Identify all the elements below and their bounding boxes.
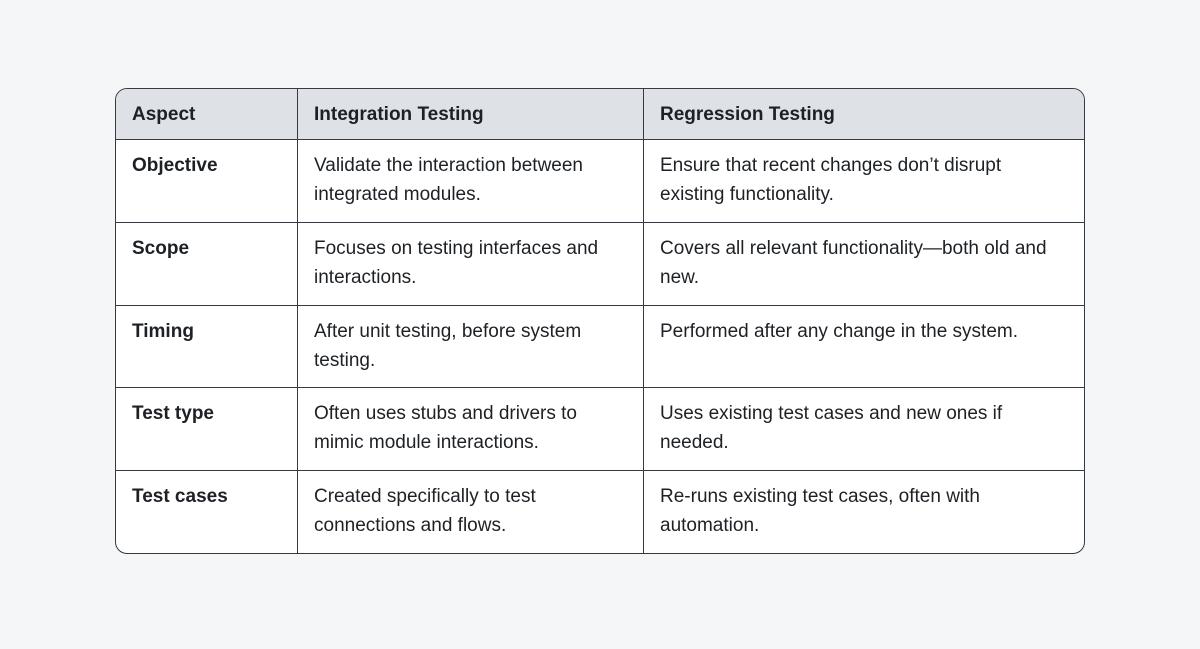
row-label: Timing: [116, 305, 298, 389]
table-row-test-cases: Test cases Created specifically to test …: [116, 471, 1084, 553]
cell-regression: Covers all relevant functionality—both o…: [644, 223, 1084, 306]
comparison-table-container: Aspect Integration Testing Regression Te…: [115, 88, 1085, 554]
comparison-table: Aspect Integration Testing Regression Te…: [116, 89, 1084, 553]
cell-regression: Re-runs existing test cases, often with …: [660, 486, 980, 537]
table-row-scope: Scope Focuses on testing interfaces and …: [116, 222, 1084, 306]
cell-integration: Created specifically to test connections…: [298, 471, 644, 553]
row-label: Test type: [116, 388, 298, 472]
row-label: Objective: [116, 140, 298, 223]
table-header-row: Aspect Integration Testing Regression Te…: [116, 89, 1084, 140]
cell-integration: Focuses on testing interfaces and intera…: [298, 222, 644, 306]
cell-integration: Often uses stubs and drivers to mimic mo…: [298, 388, 644, 472]
column-header-integration-testing: Integration Testing: [298, 89, 644, 140]
cell-regression: Performed after any change in the system…: [644, 306, 1084, 389]
table-row-test-type: Test type Often uses stubs and drivers t…: [116, 388, 1084, 472]
cell-integration: After unit testing, before system testin…: [298, 305, 644, 389]
column-header-regression-testing: Regression Testing: [644, 89, 1084, 140]
row-label: Scope: [116, 222, 298, 306]
table-row-timing: Timing After unit testing, before system…: [116, 305, 1084, 389]
cell-regression: Ensure that recent changes don’t disrupt…: [644, 140, 1084, 223]
column-header-aspect: Aspect: [116, 89, 298, 140]
cell-integration: Validate the interaction between integra…: [298, 140, 644, 223]
cell-regression: Uses existing test cases and new ones if…: [644, 388, 1084, 472]
table-row-objective: Objective Validate the interaction betwe…: [116, 140, 1084, 223]
row-label: Test cases: [116, 471, 298, 553]
